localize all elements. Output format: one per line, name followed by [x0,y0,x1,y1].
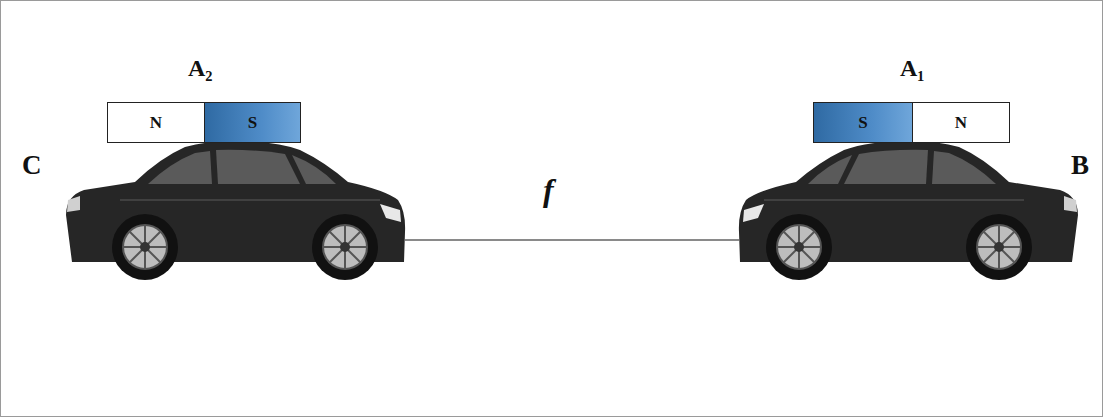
spokes [123,225,167,269]
magnet-label: A₁ [900,56,925,80]
tire [312,214,378,280]
car-window [148,151,212,184]
car-window [292,155,336,184]
body-line [120,199,380,201]
pole-letter: N [955,113,967,133]
rim [323,225,367,269]
magnet-pole: S [813,102,913,143]
force-label: f [543,174,554,206]
pole-letter: N [150,113,162,133]
hub [140,242,150,252]
spokes [323,225,367,269]
hub [340,242,350,252]
magnet-pole: N [107,102,205,143]
tow-rope [405,239,739,241]
car-right [739,141,1078,280]
point-label: B [1071,152,1089,179]
magnet-pole: S [204,102,301,143]
pole-letter: S [248,113,257,133]
rim [123,225,167,269]
pole-letter: S [858,113,867,133]
wheel [112,214,178,280]
magnet-pole: N [912,102,1010,143]
magnet-label: A₂ [188,56,213,80]
car-left [66,141,405,280]
point-label: C [22,152,42,179]
car-window [216,150,300,184]
wheel [312,214,378,280]
taillight [67,196,80,212]
tire [112,214,178,280]
headlight [380,204,401,222]
